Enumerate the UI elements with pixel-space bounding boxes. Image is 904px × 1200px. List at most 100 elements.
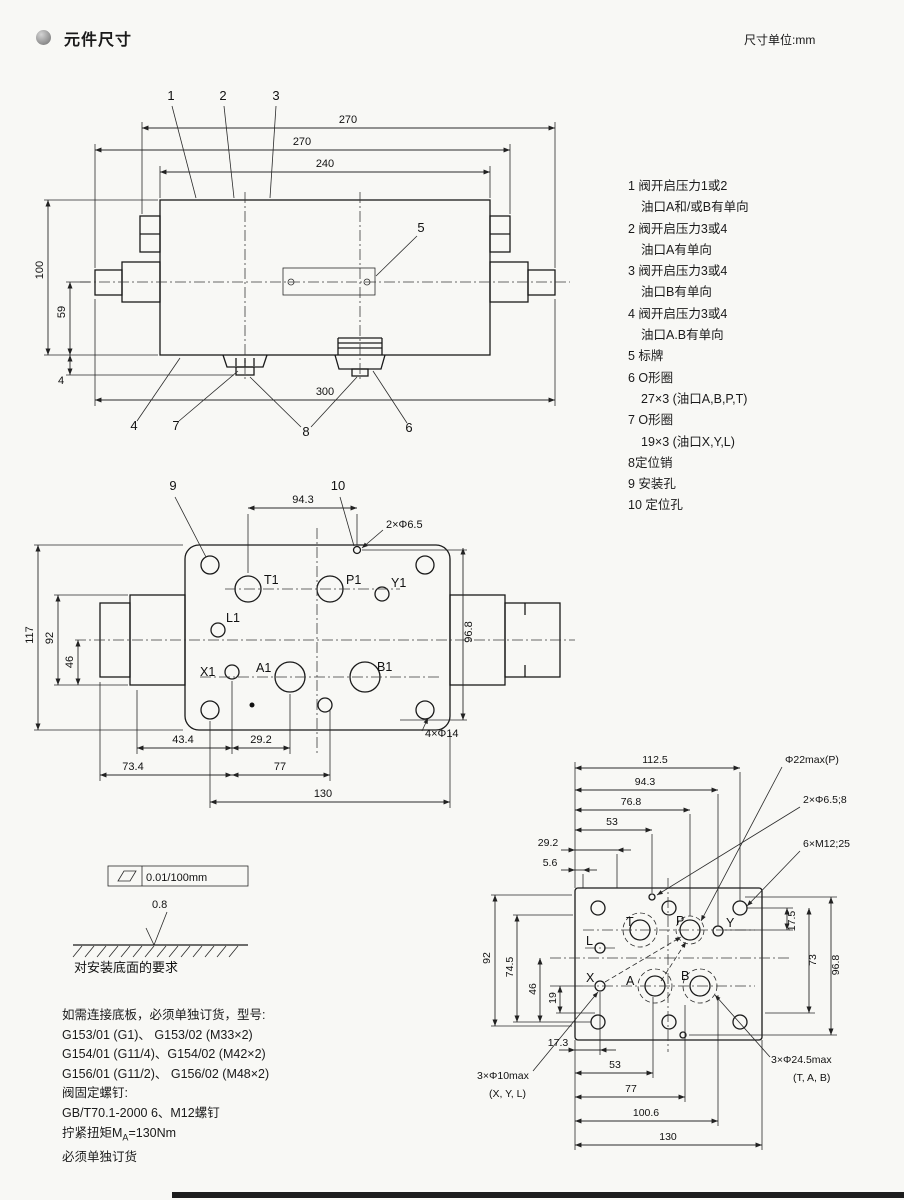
dim-130: 130 [314,788,332,800]
port-label-b: B [681,969,689,983]
dim-17-3: 17.3 [548,1037,569,1049]
pilot-arrows [604,936,687,983]
port-label-x1: X1 [200,665,215,679]
extension-lines [491,762,837,1150]
surface-requirement-drawing: 0.01/100mm 0.8 对安装底面的要求 [72,865,249,975]
dim-117: 117 [24,626,36,644]
extension-lines [44,122,556,406]
flatness-frame [107,865,249,887]
label-d22max-p: Φ22max(P) [785,754,839,766]
name-plate [282,267,376,296]
dim-53-top: 53 [606,816,618,828]
dim-17-5: 17.5 [786,911,798,932]
label-3x-d24-5max-ports: (T, A, B) [793,1072,830,1084]
leader-lines [136,105,418,428]
port-label-t: T [626,915,634,929]
port-label-a: A [626,974,635,988]
legend-line: 3 阀开启压力3或4 [628,264,728,279]
torque-subscript: A [122,1132,129,1143]
note-line: 必须单独订货 [62,1149,138,1164]
dim-5-6: 5.6 [543,857,558,869]
dim-94-3: 94.3 [292,494,313,506]
port-label-l1: L1 [226,611,240,625]
dim-73: 73 [807,954,819,966]
port-label-p: P [676,914,684,928]
legend-line: 油口A有单向 [641,242,712,257]
legend-line: 9 安装孔 [628,477,676,492]
dim-73-4: 73.4 [122,761,143,773]
label-2x-d6-5: 2×Φ6.5 [386,519,423,531]
callout-6: 6 [405,420,412,435]
callout-5: 5 [417,220,424,235]
dim-96-8: 96.8 [830,955,842,976]
extension-lines [34,514,467,808]
roughness-value: 0.8 [152,899,167,911]
legend-line: 5 标牌 [628,349,664,364]
port-label-b1: B1 [377,660,392,674]
note-line: 阀固定螺钉: [62,1086,128,1101]
label-3x-d10max: 3×Φ10max [477,1070,530,1082]
top-view-drawing: 9 10 94.3 2×Φ6.5 117 92 46 96.8 43.4 29.… [24,478,575,808]
hatching [72,945,239,958]
note-line-torque: 拧紧扭矩MA=130Nm [62,1124,269,1148]
note-line: G153/01 (G1)、 G153/02 (M33×2) [62,1027,253,1042]
legend-line: 8定位销 [628,455,673,470]
callout-4: 4 [130,418,137,433]
legend-line: 油口B有单向 [641,285,712,300]
port-label-x: X [586,971,595,985]
label-6x-m12-25: 6×M12;25 [803,838,850,850]
dim-53-bottom: 53 [609,1059,621,1071]
dim-112-5: 112.5 [642,754,668,766]
dim-92: 92 [481,952,493,964]
surface-caption: 对安装底面的要求 [74,960,178,975]
dim-92: 92 [44,632,56,644]
callout-1: 1 [167,88,174,103]
label-3x-d24-5max: 3×Φ24.5max [771,1054,832,1066]
dim-29-2: 29.2 [538,837,559,849]
dim-59: 59 [56,306,68,318]
note-line: G156/01 (G11/2)、 G156/02 (M48×2) [62,1066,270,1081]
dim-74-5: 74.5 [504,957,516,978]
dim-46: 46 [527,983,539,995]
note-line: 如需连接底板，必须单独订货，型号: [62,1008,266,1022]
callout-3: 3 [272,88,279,103]
legend-line: 19×3 (油口X,Y,L) [641,434,735,449]
centerlines [75,528,575,755]
check-valve-plugs [222,337,386,377]
port-label-t1: T1 [264,573,279,587]
dim-4: 4 [58,375,64,387]
legend-line: 1 阀开启压力1或2 [628,179,728,193]
dim-100-6: 100.6 [633,1107,659,1119]
port-label-y: Y [726,916,735,930]
centerlines [80,192,570,382]
callout-10: 10 [331,478,345,493]
dimension-lines [45,125,555,403]
dim-77: 77 [625,1083,637,1095]
callout-9: 9 [169,478,176,493]
dimension-lines [35,505,466,805]
dim-76-8: 76.8 [621,796,642,808]
dimension-lines [492,765,834,1148]
section-marker-icon [36,30,51,45]
dim-130: 130 [659,1131,677,1143]
dim-270-outer: 270 [339,114,357,126]
valve-body-outline [94,199,556,356]
centerlines [550,878,790,1052]
dim-270-mid: 270 [293,136,311,148]
note-line: G154/01 (G11/4)、G154/02 (M42×2) [62,1047,266,1062]
dim-19: 19 [547,992,559,1004]
dim-96-8: 96.8 [463,621,475,642]
dim-43-4: 43.4 [172,734,193,746]
page-bottom-rule [172,1192,904,1198]
callout-8: 8 [302,424,309,439]
dim-240: 240 [316,158,334,170]
dim-94-3: 94.3 [635,776,656,788]
leader-lines [174,496,429,732]
dim-46: 46 [64,656,76,668]
page-title: 元件尺寸 [64,32,133,49]
legend-line: 7 O形圈 [628,413,674,428]
front-view-drawing: 1 2 3 5 4 7 8 6 270 270 240 100 59 4 300 [34,88,570,439]
label-2x-d6-5-8: 2×Φ6.5;8 [803,794,847,806]
legend-line: 10 定位孔 [628,498,683,513]
